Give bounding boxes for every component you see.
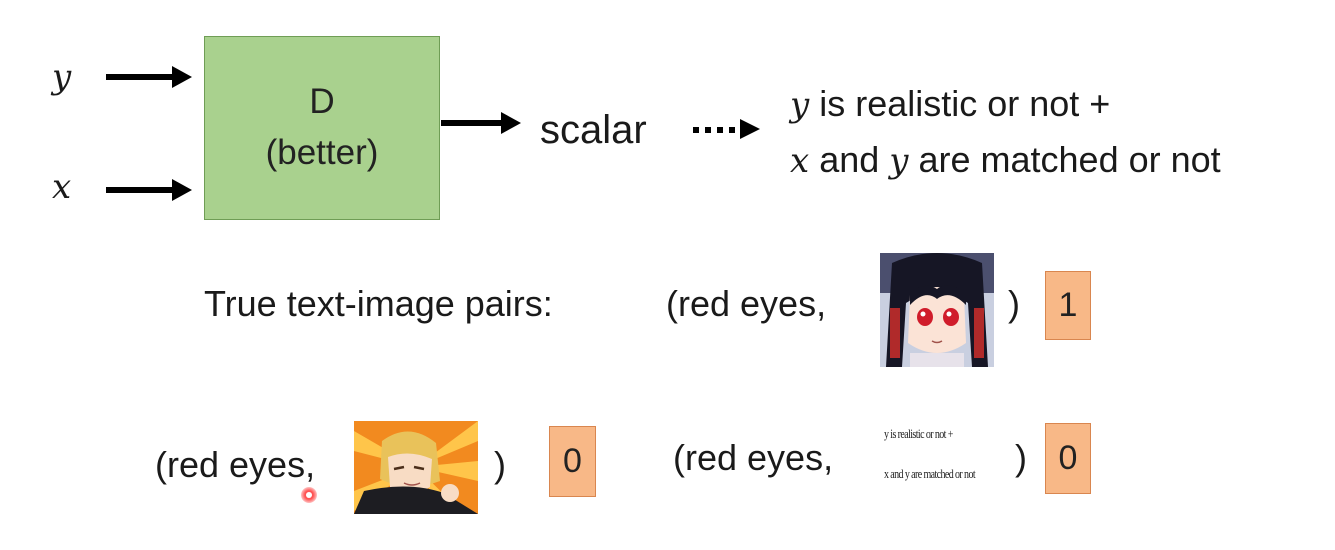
pair1-score-box: 1 — [1045, 271, 1091, 340]
discriminator-box: D (better) — [204, 36, 440, 220]
laser-pointer-icon — [301, 487, 317, 503]
y-input-label: y — [52, 57, 72, 97]
true-pairs-label: True text-image pairs: — [204, 283, 553, 324]
text-image-thumbnail: y is realistic or not + x and y are matc… — [880, 424, 990, 494]
condition-x-var: x — [790, 141, 810, 181]
condition-y-var-2: y — [889, 141, 909, 181]
pair2-score-box: 0 — [549, 426, 596, 497]
pair3-close: ) — [1015, 437, 1027, 478]
pair2-close: ) — [494, 444, 506, 485]
anime-girl-red-eyes-image — [880, 253, 994, 367]
discriminator-title: D — [309, 82, 335, 122]
anime-boy-image — [354, 421, 478, 514]
pair3-open: (red eyes, — [673, 437, 834, 478]
pair1-close: ) — [1008, 283, 1020, 324]
scalar-label: scalar — [540, 108, 647, 152]
condition-line2-text: are matched or not — [908, 139, 1221, 180]
discriminator-subtitle: (better) — [265, 133, 379, 172]
condition-line1-text: is realistic or not + — [809, 83, 1111, 124]
condition-line2-mid: and — [809, 139, 890, 180]
pair3-score-box: 0 — [1045, 423, 1091, 494]
condition-line-1: y is realistic or not + — [790, 83, 1111, 125]
condition-line-2: x and y are matched or not — [790, 139, 1221, 181]
pair1-open: (red eyes, — [666, 283, 827, 324]
pair2-open: (red eyes, — [155, 444, 316, 485]
x-input-label: x — [52, 167, 72, 207]
thumb-text-line-2: x and y are matched or not — [884, 468, 976, 482]
condition-y-var: y — [790, 85, 810, 125]
thumb-text-line-1: y is realistic or not + — [884, 428, 953, 442]
